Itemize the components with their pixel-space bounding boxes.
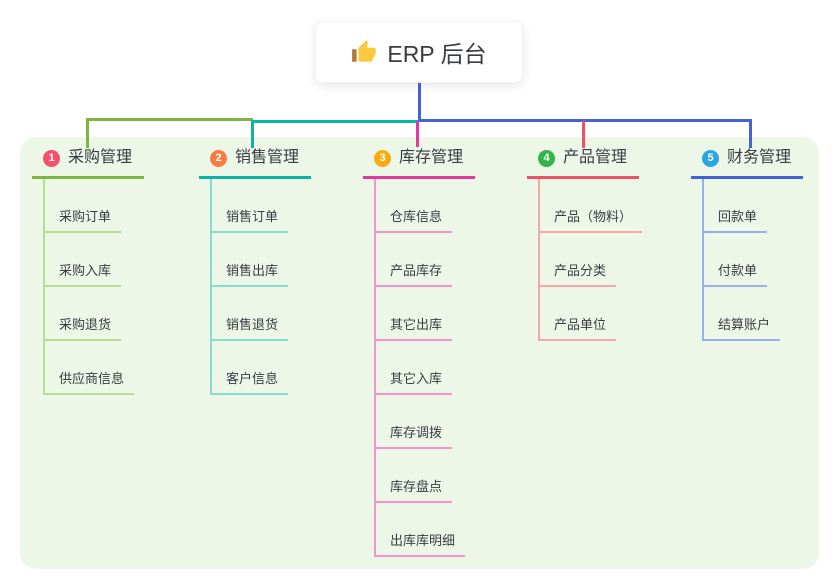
branch-title-sales[interactable]: 2 销售管理 [199, 146, 311, 179]
child-node-row: 产品库存 [376, 233, 475, 287]
child-node-row: 产品单位 [540, 287, 642, 341]
child-node[interactable]: 采购入库 [45, 260, 122, 287]
mindmap-canvas[interactable] [20, 137, 819, 569]
child-node-row: 回款单 [704, 179, 803, 233]
branch-title-label: 库存管理 [399, 149, 464, 166]
connector-bus-sales [251, 120, 419, 123]
branch-title-label: 采购管理 [68, 149, 133, 166]
child-node[interactable]: 其它出库 [376, 314, 453, 341]
branch-finance: 5 财务管理 回款单 付款单 结算账户 [691, 146, 803, 341]
child-node[interactable]: 供应商信息 [45, 368, 135, 395]
child-node[interactable]: 出库库明细 [376, 530, 466, 557]
child-node-row: 产品分类 [540, 233, 642, 287]
child-node[interactable]: 回款单 [704, 206, 768, 233]
child-node[interactable]: 付款单 [704, 260, 768, 287]
root-node-label: ERP 后台 [387, 41, 487, 67]
connector-drop-finance [749, 119, 752, 148]
child-node-row: 结算账户 [704, 287, 803, 341]
child-node-row: 采购退货 [45, 287, 144, 341]
child-node[interactable]: 库存调拨 [376, 422, 453, 449]
branch-children: 仓库信息 产品库存 其它出库 其它入库 库存调拨 库存盘点 出库库明细 [374, 179, 475, 557]
child-node-row: 库存盘点 [376, 449, 475, 503]
branch-inventory: 3 库存管理 仓库信息 产品库存 其它出库 其它入库 库存调拨 库存盘点 出库库… [363, 146, 475, 557]
child-node-row: 采购入库 [45, 233, 144, 287]
branch-title-product[interactable]: 4 产品管理 [527, 146, 639, 179]
connector-drop-product [582, 121, 585, 148]
child-node[interactable]: 销售退货 [212, 314, 289, 341]
branch-title-label: 产品管理 [563, 149, 628, 166]
branch-product: 4 产品管理 产品（物料） 产品分类 产品单位 [527, 146, 643, 341]
connector-root-vertical [418, 83, 421, 120]
child-node[interactable]: 结算账户 [704, 314, 781, 341]
branch-number-badge: 4 [538, 149, 555, 167]
child-node[interactable]: 采购订单 [45, 206, 122, 233]
child-node-row: 产品（物料） [540, 179, 643, 233]
branch-children: 销售订单 销售出库 销售退货 客户信息 [210, 179, 311, 395]
child-node-row: 仓库信息 [376, 179, 475, 233]
branch-title-purchase[interactable]: 1 采购管理 [32, 146, 144, 179]
child-node[interactable]: 采购退货 [45, 314, 122, 341]
child-node-row: 销售退货 [212, 287, 311, 341]
child-node-row: 出库库明细 [376, 503, 475, 557]
branch-number-badge: 2 [210, 149, 227, 167]
connector-bus-purchase [86, 118, 253, 121]
child-node[interactable]: 销售出库 [212, 260, 289, 287]
branch-number-badge: 5 [702, 149, 719, 167]
child-node[interactable]: 仓库信息 [376, 206, 453, 233]
child-node[interactable]: 产品分类 [540, 260, 617, 287]
branch-title-label: 财务管理 [727, 149, 792, 166]
child-node-row: 其它出库 [376, 287, 475, 341]
branch-number-badge: 3 [374, 149, 391, 167]
branch-number-badge: 1 [43, 149, 60, 167]
child-node[interactable]: 产品（物料） [540, 206, 643, 233]
branch-purchase: 1 采购管理 采购订单 采购入库 采购退货 供应商信息 [32, 146, 144, 395]
child-node[interactable]: 其它入库 [376, 368, 453, 395]
branch-title-inventory[interactable]: 3 库存管理 [363, 146, 475, 179]
branch-title-label: 销售管理 [235, 149, 300, 166]
child-node-row: 采购订单 [45, 179, 144, 233]
connector-bus-right [418, 119, 752, 122]
branch-children: 采购订单 采购入库 采购退货 供应商信息 [43, 179, 144, 395]
thumbs-up-icon [351, 39, 377, 65]
child-node[interactable]: 产品单位 [540, 314, 617, 341]
child-node-row: 供应商信息 [45, 341, 144, 395]
connector-drop-purchase [86, 118, 89, 148]
child-node[interactable]: 产品库存 [376, 260, 453, 287]
child-node-row: 销售订单 [212, 179, 311, 233]
branch-children: 产品（物料） 产品分类 产品单位 [538, 179, 643, 341]
child-node-row: 销售出库 [212, 233, 311, 287]
child-node[interactable]: 销售订单 [212, 206, 289, 233]
root-node[interactable]: ERP 后台 [315, 21, 523, 83]
child-node-row: 库存调拨 [376, 395, 475, 449]
child-node-row: 付款单 [704, 233, 803, 287]
branch-title-finance[interactable]: 5 财务管理 [691, 146, 803, 179]
connector-drop-sales [251, 120, 254, 148]
child-node-row: 其它入库 [376, 341, 475, 395]
child-node[interactable]: 库存盘点 [376, 476, 453, 503]
child-node-row: 客户信息 [212, 341, 311, 395]
connector-drop-inventory [416, 121, 419, 147]
child-node[interactable]: 客户信息 [212, 368, 289, 395]
branch-children: 回款单 付款单 结算账户 [702, 179, 803, 341]
branch-sales: 2 销售管理 销售订单 销售出库 销售退货 客户信息 [199, 146, 311, 395]
